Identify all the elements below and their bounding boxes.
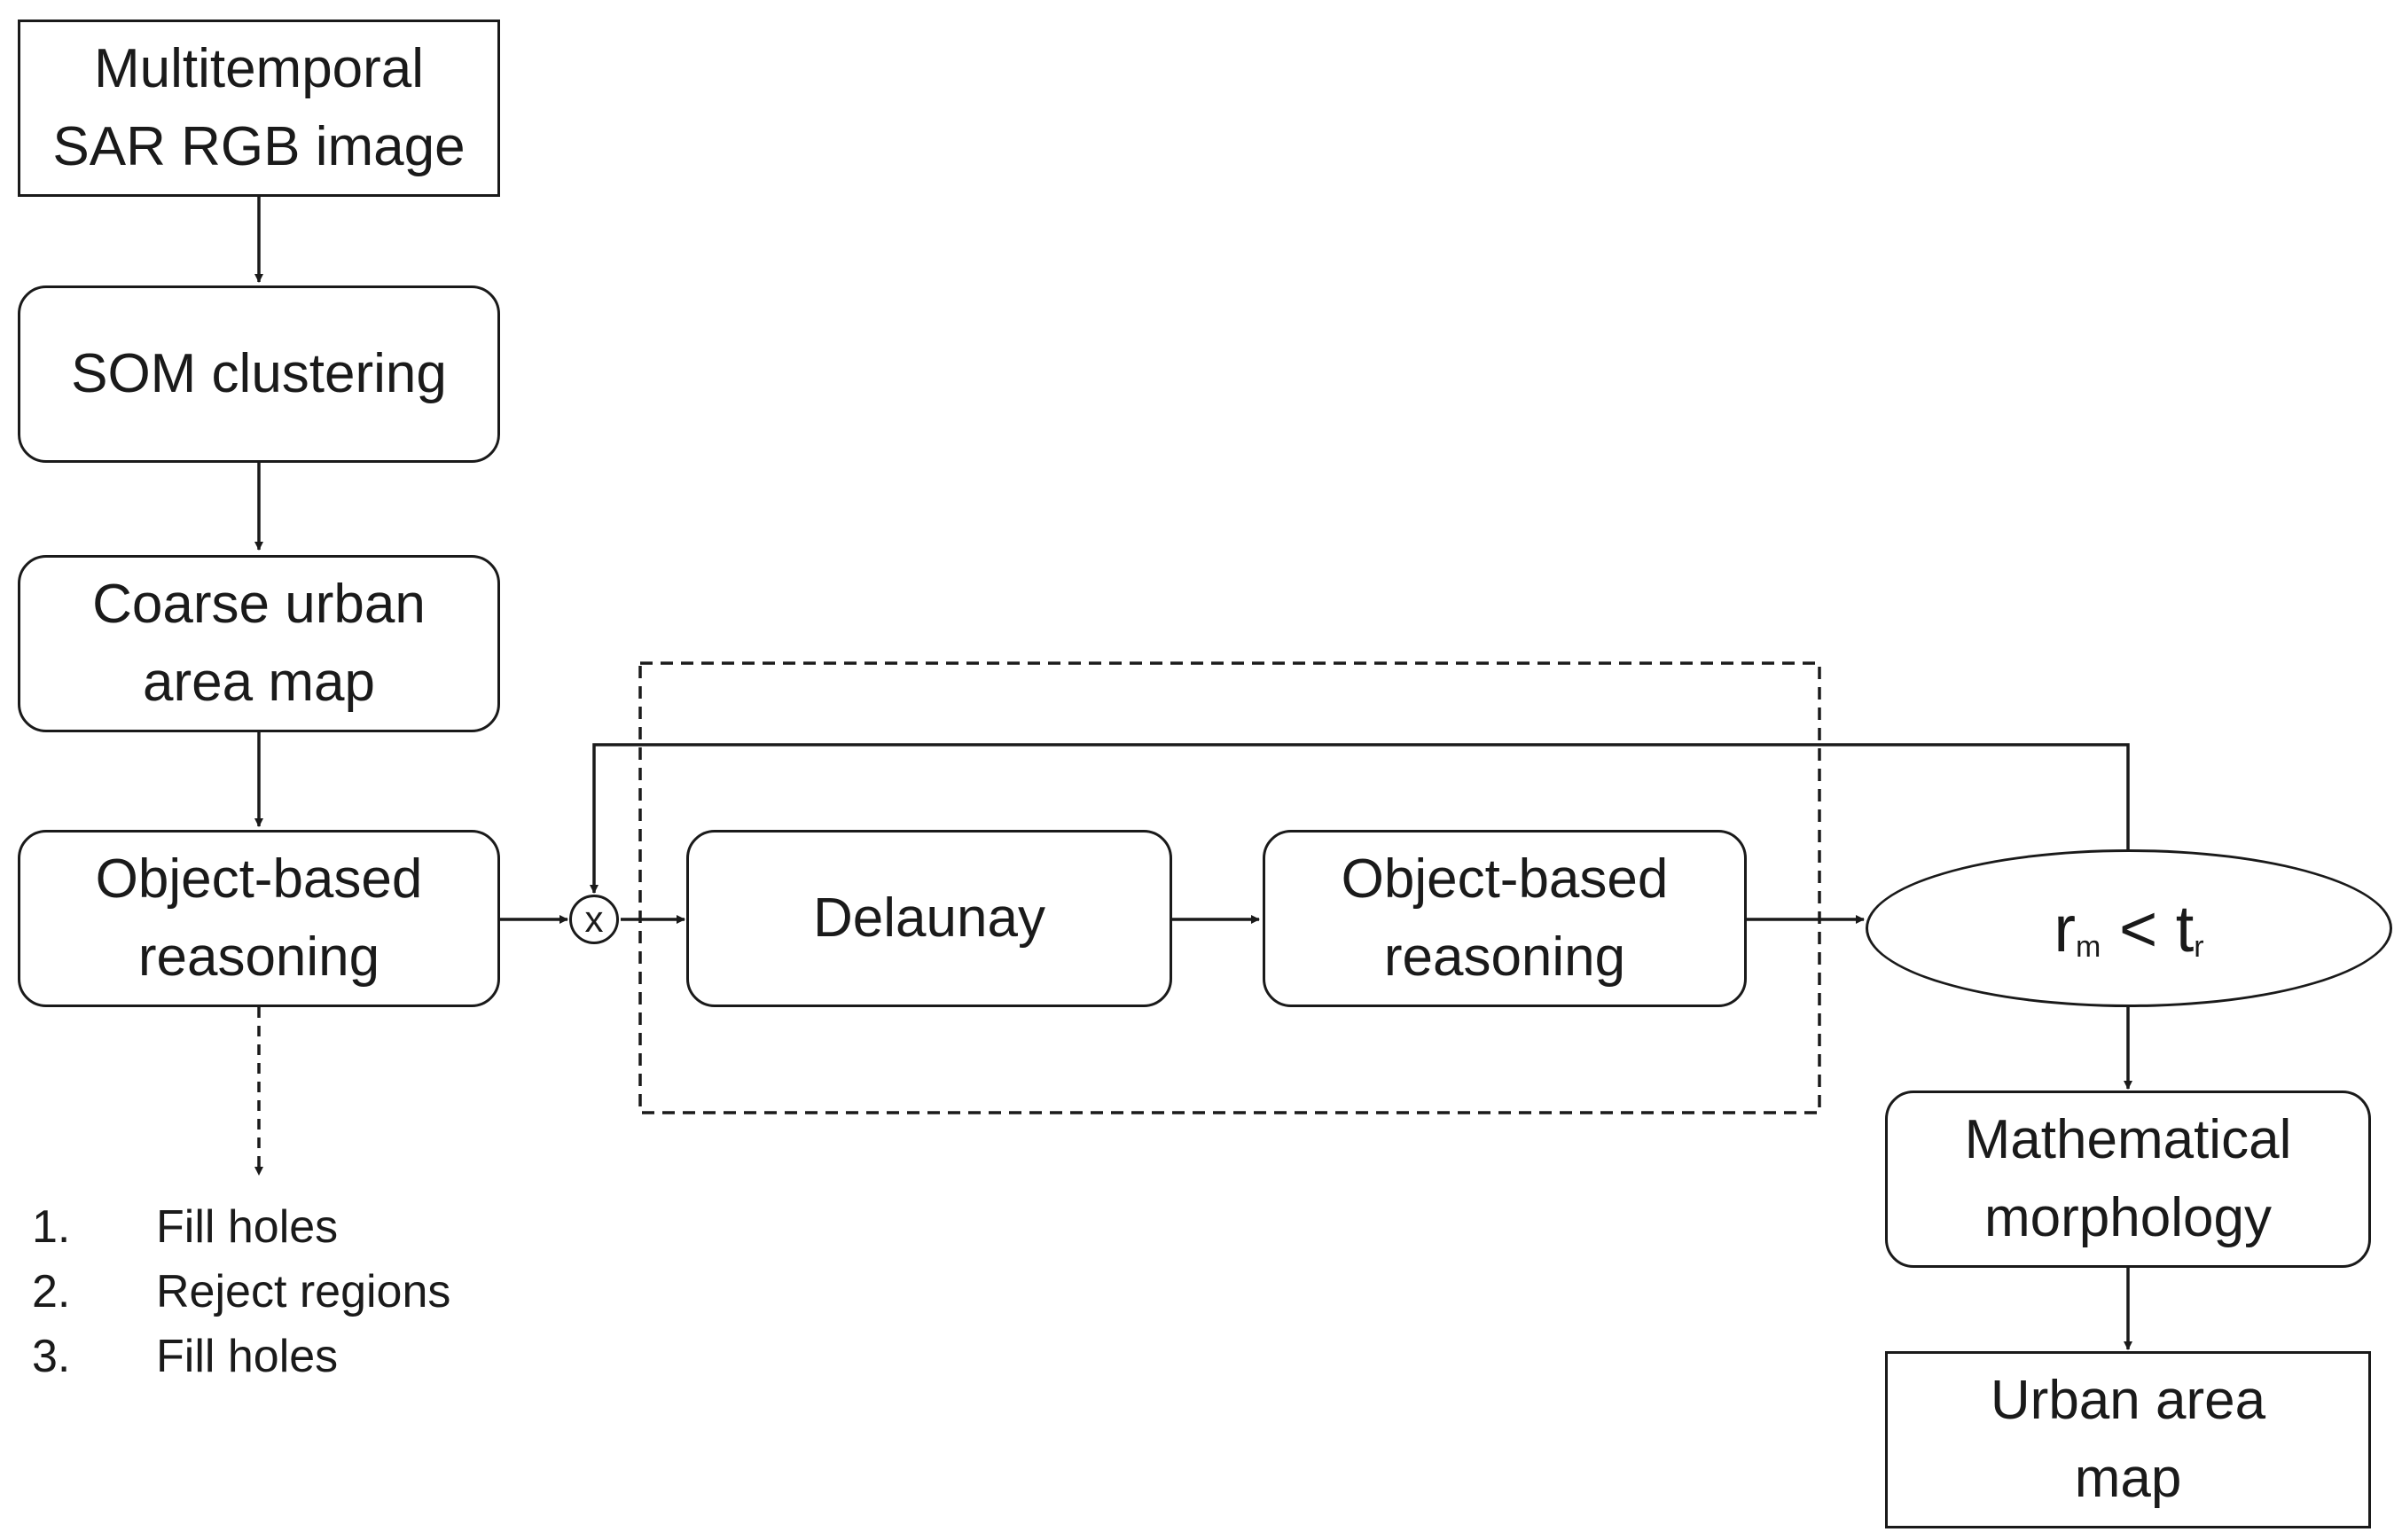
box-label-line: Urban area (1990, 1370, 2266, 1431)
box-label-line: area map (143, 652, 375, 713)
delaunay-box: Delaunay (686, 830, 1172, 1007)
list-item: 1. Fill holes (32, 1195, 450, 1260)
box-label-line: map (2074, 1448, 2182, 1509)
box-label-line: SOM clustering (71, 343, 447, 404)
feedback-loop-arrow (590, 743, 2130, 894)
box-label-line: Mathematical (1964, 1109, 2292, 1170)
step-label: Fill holes (156, 1331, 339, 1382)
step-label: Fill holes (156, 1201, 339, 1253)
multiply-symbol: x (584, 898, 604, 940)
condition-r-sub: m (2076, 929, 2101, 964)
mathematical-morphology-box: Mathematical morphology (1885, 1091, 2371, 1268)
multiply-node: x (569, 895, 619, 944)
step-number: 3. (32, 1331, 71, 1382)
step-label: Reject regions (156, 1266, 451, 1317)
list-item: 2. Reject regions (32, 1260, 450, 1325)
box-label-line: Multitemporal (93, 38, 425, 99)
object-based-reasoning-box: Object-based reasoning (18, 830, 500, 1007)
list-item: 3. Fill holes (32, 1325, 450, 1389)
urban-area-map-box: Urban area map (1885, 1351, 2371, 1528)
box-label-line: reasoning (1383, 926, 1626, 988)
box-label-line: Delaunay (813, 887, 1045, 949)
som-clustering-box: SOM clustering (18, 285, 500, 463)
box-label-line: Coarse urban (92, 574, 426, 635)
threshold-condition-oval: rm < tr (1866, 849, 2392, 1007)
step-number: 2. (32, 1266, 71, 1317)
condition-t-sub: r (2194, 929, 2204, 964)
step-number: 1. (32, 1201, 71, 1253)
reasoning-steps-list: 1. Fill holes 2. Reject regions 3. Fill … (32, 1195, 450, 1389)
coarse-urban-area-map-box: Coarse urban area map (18, 555, 500, 732)
box-label-line: SAR RGB image (52, 116, 466, 177)
condition-operator: < (2118, 891, 2158, 965)
object-based-reasoning-2-box: Object-based reasoning (1263, 830, 1747, 1007)
box-label-line: reasoning (137, 926, 380, 988)
box-label-line: Object-based (1341, 848, 1669, 910)
condition-r: r (2054, 891, 2077, 965)
box-label-line: morphology (1984, 1187, 2272, 1248)
condition-t: t (2175, 891, 2195, 965)
box-label-line: Object-based (95, 848, 423, 910)
